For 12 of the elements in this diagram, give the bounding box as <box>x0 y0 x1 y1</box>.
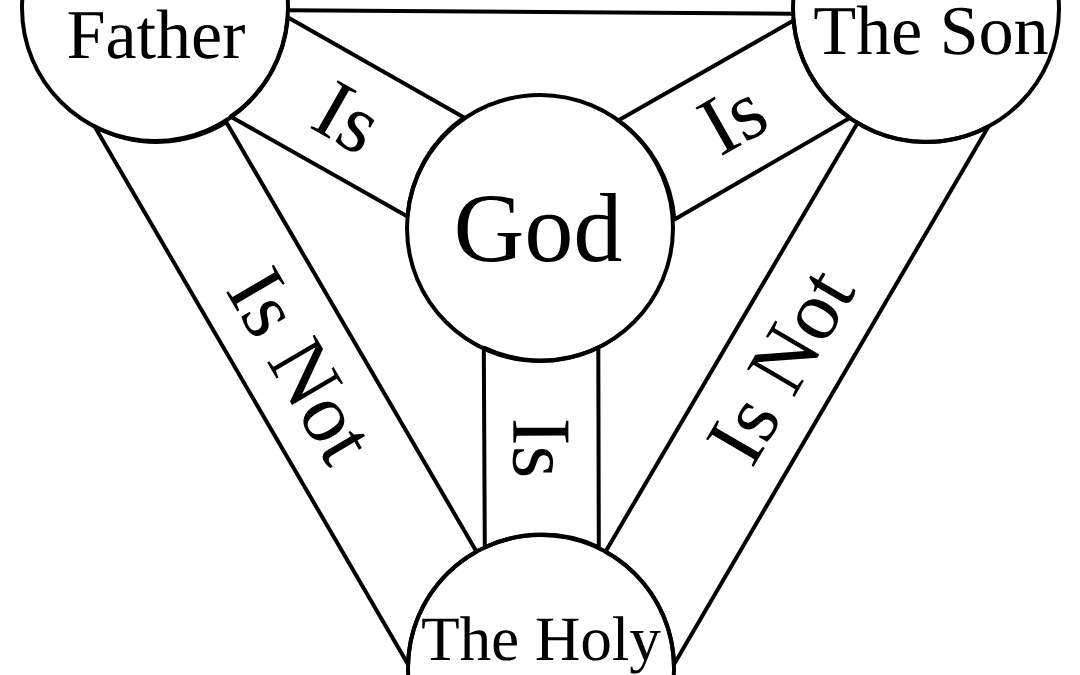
band <box>603 120 991 667</box>
band <box>616 16 852 222</box>
edge-label: Is Not <box>226 264 365 468</box>
edge-label: Is <box>310 80 375 152</box>
connector-line <box>287 8 794 16</box>
edge-label: Is <box>695 96 767 156</box>
circle-node: God <box>405 93 675 363</box>
edge-label: Is <box>512 420 569 476</box>
edge-label: Is Not <box>706 272 856 467</box>
band <box>229 15 467 219</box>
band <box>92 118 479 667</box>
band <box>481 345 601 550</box>
